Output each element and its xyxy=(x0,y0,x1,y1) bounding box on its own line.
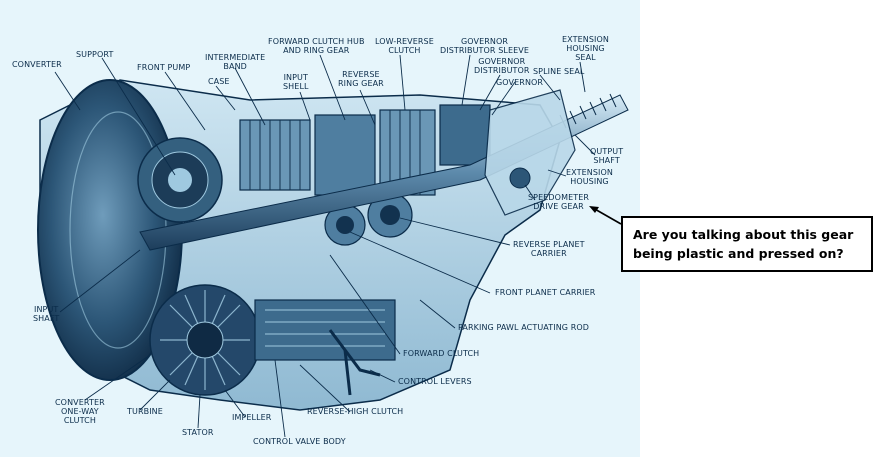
transmission-diagram: CONVERTER SUPPORT FRONT PUMP INTERMEDIAT… xyxy=(0,0,640,457)
label-governor-distributor: GOVERNOR DISTRIBUTOR xyxy=(474,57,530,75)
label-turbine: TURBINE xyxy=(127,407,163,416)
label-control-levers: CONTROL LEVERS xyxy=(398,377,472,386)
label-extension-housing-seal: EXTENSION HOUSING SEAL xyxy=(562,35,609,62)
label-forward-clutch-hub: FORWARD CLUTCH HUB AND RING GEAR xyxy=(268,37,365,55)
label-extension-housing: EXTENSION HOUSING xyxy=(566,168,613,186)
label-output-shaft: OUTPUT SHAFT xyxy=(590,147,624,165)
label-converter: CONVERTER xyxy=(12,60,62,69)
intermediate-band xyxy=(239,119,311,191)
label-governor-distributor-sleeve: GOVERNOR DISTRIBUTOR SLEEVE xyxy=(440,37,530,55)
label-reverse-ring-gear: REVERSE RING GEAR xyxy=(338,70,384,88)
label-intermediate-band: INTERMEDIATE BAND xyxy=(205,53,266,71)
forward-clutch-hub xyxy=(314,114,376,196)
label-input-shell: INPUT SHELL xyxy=(283,73,309,91)
label-reverse-high-clutch: REVERSE-HIGH CLUTCH xyxy=(307,407,404,416)
label-control-valve-body: CONTROL VALVE BODY xyxy=(253,437,346,446)
callout-arrow xyxy=(589,206,622,225)
label-governor: GOVERNOR xyxy=(496,78,544,87)
label-front-pump: FRONT PUMP xyxy=(137,63,191,72)
label-forward-clutch: FORWARD CLUTCH xyxy=(403,349,480,358)
label-low-reverse-clutch: LOW-REVERSE CLUTCH xyxy=(375,37,434,55)
extension-housing xyxy=(484,89,576,216)
main-shaft xyxy=(139,94,629,251)
label-speedometer-drive-gear: SPEEDOMETER DRIVE GEAR xyxy=(528,193,590,211)
label-front-planet-carrier: FRONT PLANET CARRIER xyxy=(495,288,596,297)
label-reverse-planet-carrier: REVERSE PLANET CARRIER xyxy=(513,240,585,258)
control-levers xyxy=(328,329,381,396)
speedometer-drive-gear xyxy=(509,167,531,189)
label-converter-one-way-clutch: CONVERTER ONE-WAY CLUTCH xyxy=(55,398,105,425)
transmission-cutaway-illustration xyxy=(37,54,629,438)
governor-body xyxy=(439,104,491,166)
question-callout-box: Are you talking about this gear being pl… xyxy=(621,216,873,272)
control-valve-body xyxy=(254,299,396,361)
label-support: SUPPORT xyxy=(76,50,114,59)
label-case: CASE xyxy=(208,77,230,86)
label-parking-pawl-actuating-rod: PARKING PAWL ACTUATING ROD xyxy=(458,323,590,332)
label-impeller: IMPELLER xyxy=(232,413,272,422)
label-input-shaft: INPUT SHAFT xyxy=(33,305,60,323)
label-stator: STATOR xyxy=(182,428,214,437)
callout-text: Are you talking about this gear being pl… xyxy=(633,227,854,261)
label-spline-seal: SPLINE SEAL xyxy=(533,67,585,76)
